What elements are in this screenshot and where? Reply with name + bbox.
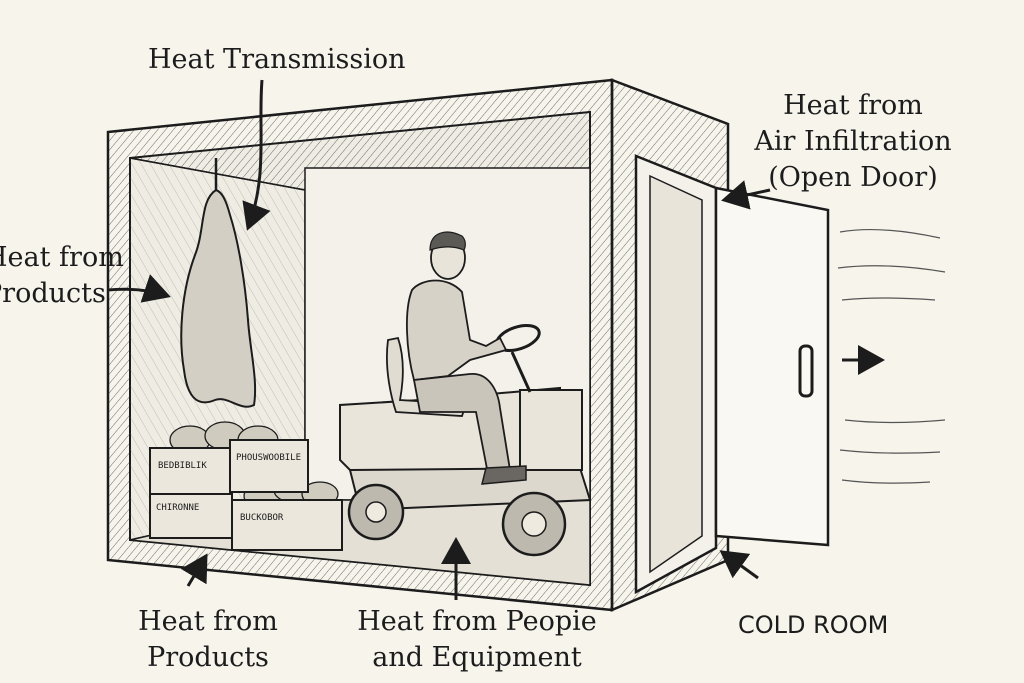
label-text: Products [0,278,106,309]
crate-label: CHIRONNE [156,503,199,513]
label-text: Heat from Peopie [357,606,597,637]
label-heat-from-products-left: Heat from Products [0,240,124,312]
heat-arrows [107,79,885,600]
label-text: Products [147,642,269,673]
label-text: Air Infiltration [754,126,952,157]
door-handle-icon [798,344,814,398]
label-text: Heat from [138,606,278,637]
crates: BEDBIBLIK PHOUSWOOBILE CHIRONNE BUCKOBOR [149,421,343,551]
arrow-air-icon [721,180,771,210]
arrow-transmission-icon [242,79,271,231]
label-heat-from-air-infiltration: Heat from Air Infiltration (Open Door) [748,88,958,196]
arrow-products-left-icon [107,274,171,303]
label-text: Heat from [0,242,124,273]
arrow-products-bottom-icon [180,553,208,587]
label-text: (Open Door) [768,162,938,193]
label-cold-room: COLD ROOM [738,610,888,640]
hanging-carcass [180,158,257,408]
arrow-coldroom-icon [719,550,759,580]
label-text: COLD ROOM [738,611,889,639]
crate-label: PHOUSWOOBILE [236,453,301,463]
label-heat-transmission: Heat Transmission [148,42,406,78]
crate-label: BEDBIBLIK [158,461,207,471]
label-text: and Equipment [372,642,582,673]
label-text: Heat from [783,90,923,121]
air-flow-lines [837,228,946,484]
label-heat-from-people-equipment: Heat from Peopie and Equipment [352,604,602,676]
label-heat-from-products-bottom: Heat from Products [128,604,288,676]
crate-label: BUCKOBOR [240,513,284,523]
label-text: Heat Transmission [148,44,406,75]
door [634,154,830,595]
driver [406,231,527,485]
